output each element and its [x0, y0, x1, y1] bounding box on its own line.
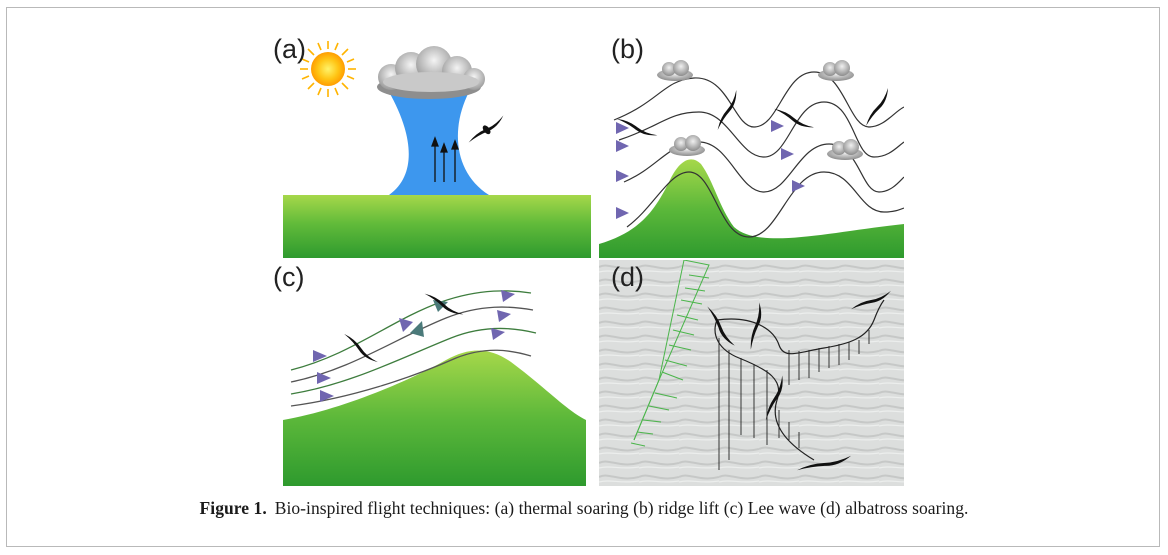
flight-trajectory — [714, 299, 885, 461]
panel-label-a: (a) — [273, 34, 306, 64]
wind-arrow-icon — [616, 120, 805, 219]
wind-profile — [630, 260, 710, 447]
wind-arrow-icon — [313, 290, 515, 402]
wind-streamlines — [290, 290, 537, 407]
cloud-icon — [669, 135, 705, 156]
panel-label-c: (c) — [273, 262, 305, 292]
bird-icon — [851, 290, 891, 310]
cloud-icon — [827, 139, 863, 160]
ground — [283, 195, 591, 258]
figure-caption: Figure 1. Bio-inspired flight techniques:… — [0, 498, 1168, 519]
caption-label: Figure 1. — [199, 498, 267, 518]
cloud-icon — [818, 60, 854, 81]
panel-a-thermal-soaring: (a) — [261, 32, 597, 258]
updraft-arrows — [431, 136, 459, 182]
panel-label-b: (b) — [611, 34, 644, 64]
mountain — [599, 159, 904, 258]
bird-icon — [424, 293, 464, 315]
bird-icon — [750, 302, 762, 350]
bird-icon — [796, 455, 852, 471]
bird-icon — [707, 306, 735, 346]
panel-c-lee-wave: (c) — [261, 260, 597, 486]
panel-b-ridge-lift: (b) — [599, 32, 904, 258]
trajectory-drop-lines — [718, 330, 870, 470]
bird-icon — [344, 333, 378, 363]
bird-icon — [616, 118, 658, 136]
bird-icon — [765, 375, 783, 421]
panel-d-albatross-soaring: (d) — [599, 260, 904, 486]
caption-text: Bio-inspired flight techniques: (a) ther… — [274, 498, 969, 518]
panel-label-d: (d) — [611, 262, 644, 292]
bird-icon — [866, 87, 888, 127]
cloud-icon — [377, 46, 485, 99]
bird-icon — [468, 115, 504, 143]
bird-icon — [717, 90, 737, 130]
cloud-icon — [657, 60, 693, 81]
bird-icon — [774, 108, 814, 128]
thermal-column — [389, 92, 489, 195]
figure-frame — [6, 7, 1160, 547]
sun-icon — [300, 41, 356, 97]
sea-surface — [599, 260, 904, 486]
hill — [283, 350, 586, 486]
